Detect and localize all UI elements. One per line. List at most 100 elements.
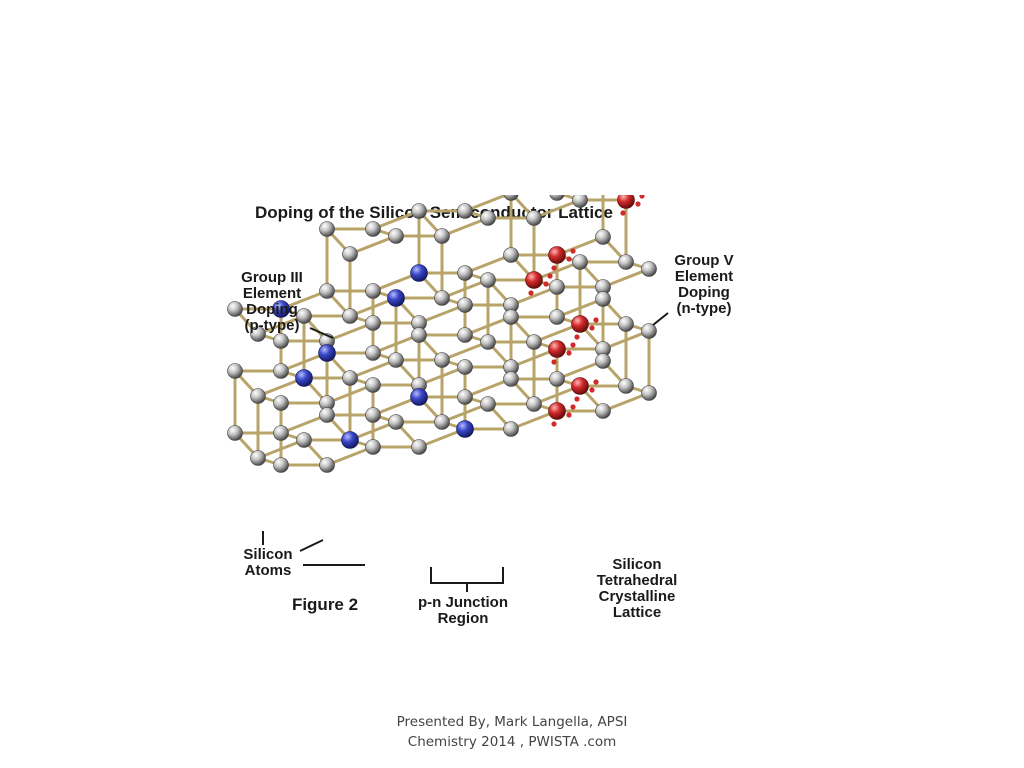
group-three-atom [272,300,290,318]
silicon-atom [549,195,565,201]
silicon-atom [526,396,542,412]
group-three-label: Group III Element Doping (p-type) [241,269,303,334]
silicon-atom [388,414,404,430]
group-three-atom [387,289,405,307]
free-electron [570,404,576,410]
silicon-atom [457,389,473,405]
free-electron [574,396,580,402]
silicon-atom [641,261,657,277]
silicon-atom [572,254,588,270]
silicon-atom [503,421,519,437]
covalent-bond [348,358,398,380]
silicon-atom [365,407,381,423]
silicon-atom [411,439,427,455]
free-electron [635,201,641,207]
silicon-atom [480,272,496,288]
silicon-atom [250,388,266,404]
silicon-atom [273,333,289,349]
covalent-bond [463,195,511,213]
lattice-label: Silicon Tetrahedral Crystalline Lattice [596,556,678,621]
free-electron [593,317,599,323]
covalent-bond [325,445,375,467]
silicon-atom [549,309,565,325]
silicon-atom [526,210,542,226]
silicon-atom [434,290,450,306]
group-five-atom [548,246,566,264]
silicon-atom [365,283,381,299]
silicon-atom [319,407,335,423]
group-three-atom [410,388,428,406]
silicon-atom [227,363,243,379]
silicon-atom [296,308,312,324]
silicon-atoms-label: Silicon Atoms [243,546,293,579]
covalent-bond [532,198,582,220]
silicon-atom [641,323,657,339]
silicon-atom [273,363,289,379]
covalent-bond [417,365,467,387]
covalent-bond [440,278,490,300]
silicon-atom [618,378,634,394]
silicon-atom [365,377,381,393]
covalent-bond [463,253,513,275]
silicon-atom [595,353,611,369]
group-five-pointer [652,312,669,326]
silicon-atom [480,396,496,412]
silicon-atom [365,439,381,455]
free-electron [566,256,572,262]
covalent-bond [325,321,375,343]
silicon-atom [434,352,450,368]
silicon-atom [227,301,243,317]
silicon-atoms-pointer-upper [299,539,324,552]
free-electron [570,342,576,348]
silicon-atom [457,265,473,281]
silicon-atom [641,385,657,401]
group-three-atom [295,369,313,387]
pn-junction-bracket [430,567,504,584]
free-electron [620,210,626,216]
silicon-atom [595,229,611,245]
lattice-atoms [227,195,657,473]
group-three-atom [318,344,336,362]
free-electron [543,281,549,287]
silicon-atom [595,291,611,307]
silicon-atom [549,279,565,295]
silicon-atom [572,195,588,208]
group-five-atom [548,402,566,420]
silicon-atom [503,195,519,201]
silicon-atom [319,457,335,473]
covalent-bond [417,303,467,325]
group-three-atom [456,420,474,438]
covalent-bond [371,209,421,231]
silicon-atom [388,352,404,368]
covalent-bond [348,234,398,256]
group-five-atom [571,315,589,333]
lattice-figure: Doping of the Silicon Semiconductor Latt… [215,195,735,635]
silicon-atom [273,457,289,473]
silicon-atom [457,297,473,313]
silicon-atom [480,210,496,226]
group-three-atom [410,264,428,282]
covalent-bond [256,314,306,336]
covalent-bond [463,377,513,399]
group-five-label: Group V Element Doping (n-type) [674,252,734,317]
credit-line-2: Chemistry 2014 , PWISTA .com [407,734,617,750]
silicon-atom [618,254,634,270]
free-electrons [528,195,645,427]
silicon-atom [273,425,289,441]
silicon-atom [503,309,519,325]
group-three-atom [341,431,359,449]
free-electron [639,195,645,199]
silicon-atom [457,359,473,375]
free-electron [589,325,595,331]
silicon-atom [411,327,427,343]
silicon-atom [342,308,358,324]
group-five-atom [525,271,543,289]
covalent-bond [601,329,651,351]
figure-number: Figure 2 [291,595,359,614]
silicon-lattice-diagram [227,195,669,592]
group-five-atom [571,377,589,395]
covalent-bond [440,340,490,362]
silicon-atom [296,432,312,448]
silicon-atom [457,203,473,219]
